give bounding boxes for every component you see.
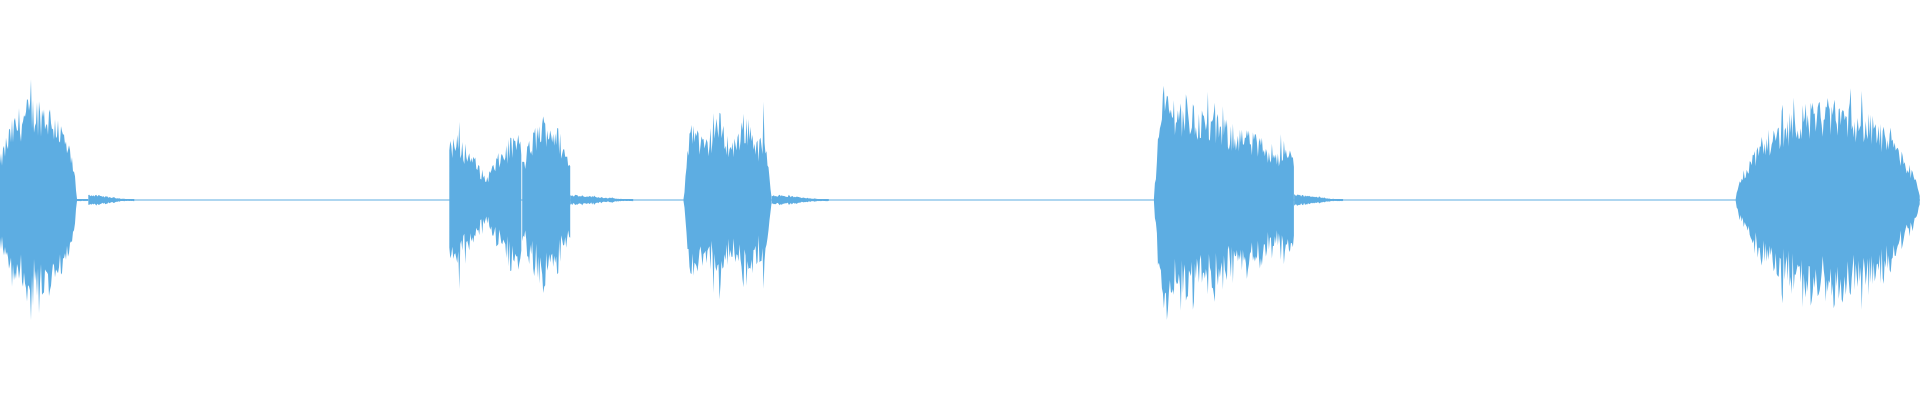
waveform-burst-2-tail: [570, 194, 634, 206]
waveform-segments: [0, 79, 1920, 321]
waveform-burst-2b: [522, 116, 571, 294]
waveform-burst-4-tail: [1294, 194, 1344, 206]
waveform-burst-4: [1153, 85, 1294, 320]
waveform-burst-5: [1735, 88, 1920, 310]
waveform-burst-3: [683, 101, 772, 300]
waveform-burst-1-tail: [88, 194, 135, 206]
waveform-burst-3-tail: [771, 194, 829, 206]
waveform-burst-2a: [449, 121, 522, 290]
waveform-burst-1: [0, 79, 88, 321]
